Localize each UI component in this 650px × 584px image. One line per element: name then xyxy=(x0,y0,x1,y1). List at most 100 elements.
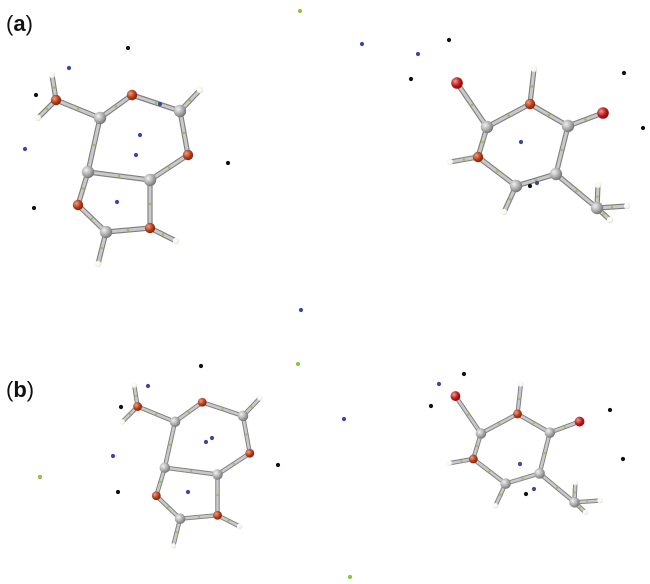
hydrogen-atom xyxy=(446,460,453,466)
carbon-atom xyxy=(81,165,95,179)
carbon-atom xyxy=(174,513,186,524)
bond-critical-mark xyxy=(81,187,85,190)
bond-critical-mark xyxy=(190,469,193,473)
bond-critical-mark xyxy=(596,195,599,198)
molecule-b-left-atoms xyxy=(119,382,263,549)
bond-critical-mark xyxy=(532,422,535,425)
atoms-layer xyxy=(34,65,631,549)
carbon-atom xyxy=(544,427,556,438)
panel-label-b-letter: b xyxy=(13,377,27,402)
bond-critical-mark xyxy=(159,480,162,483)
hydrogen-atom xyxy=(196,86,204,94)
critical-point-black xyxy=(640,125,646,131)
hydrogen-atom xyxy=(131,382,137,388)
critical-point-blue xyxy=(517,461,523,467)
critical-point-blue xyxy=(531,486,537,492)
bond-critical-mark xyxy=(182,131,186,135)
oxygen-atom xyxy=(451,77,463,89)
critical-point-black xyxy=(125,45,131,51)
heteroatom xyxy=(151,491,161,501)
panel-label-b-close: ) xyxy=(26,377,35,402)
heteroatom xyxy=(513,409,522,419)
bond-critical-mark xyxy=(498,422,501,425)
bond-critical-mark xyxy=(547,113,551,117)
bond-critical-mark xyxy=(216,493,219,497)
critical-point-black xyxy=(461,371,467,377)
molecule-b-right-atoms xyxy=(446,381,603,516)
bond-critical-mark xyxy=(563,425,566,429)
heteroatom xyxy=(524,98,536,110)
molecule-a-left-bonds xyxy=(35,72,203,267)
critical-point-black xyxy=(607,407,613,413)
critical-point-green xyxy=(347,574,353,580)
critical-point-blue xyxy=(66,65,72,71)
bond-critical-mark xyxy=(232,462,235,465)
bond-critical-mark xyxy=(52,86,56,89)
heteroatom xyxy=(72,199,84,211)
bond-critical-mark xyxy=(250,405,253,409)
panel-label-a-close: ) xyxy=(25,11,33,36)
critical-point-black xyxy=(33,92,39,98)
bond-critical-mark xyxy=(187,410,190,414)
bond-critical-mark xyxy=(117,174,121,178)
panel-label-a: (a) xyxy=(6,11,33,37)
bond-critical-mark xyxy=(602,212,605,216)
critical-point-black xyxy=(428,403,434,409)
bond-critical-mark xyxy=(148,202,152,206)
critical-point-blue xyxy=(145,383,151,389)
bond-critical-mark xyxy=(188,99,192,102)
bond-critical-mark xyxy=(155,413,158,416)
bond-critical-mark xyxy=(134,394,138,397)
critical-point-green xyxy=(37,474,43,480)
bond-critical-mark xyxy=(167,166,171,169)
bond-critical-mark xyxy=(167,506,170,509)
carbon-atom xyxy=(480,120,494,134)
bond-critical-mark xyxy=(481,140,484,144)
carbon-atom xyxy=(99,225,113,239)
carbon-atom xyxy=(590,201,604,215)
critical-point-black xyxy=(31,205,37,211)
critical-point-blue xyxy=(137,132,143,138)
carbon-atom xyxy=(500,478,511,489)
hydrogen-atom xyxy=(500,208,508,216)
bond-critical-mark xyxy=(460,459,463,463)
oxygen-atom xyxy=(597,107,609,119)
carbon-atom xyxy=(549,167,563,181)
hydrogen-atom xyxy=(446,158,454,166)
critical-points-layer xyxy=(22,8,646,580)
bond-critical-mark xyxy=(508,197,512,201)
critical-point-blue xyxy=(133,152,139,158)
panel-label-b-open: ( xyxy=(6,377,14,402)
heteroatom xyxy=(126,89,138,101)
molecule-a-left-atoms xyxy=(34,71,204,268)
bond-critical-mark xyxy=(161,233,165,236)
bond-critical-mark xyxy=(573,491,576,494)
oxygen-atom xyxy=(450,391,461,401)
critical-point-blue xyxy=(534,180,540,186)
carbon-atom xyxy=(509,179,523,193)
critical-point-black xyxy=(115,489,121,495)
critical-point-black xyxy=(275,462,281,468)
bond-critical-mark xyxy=(560,148,564,152)
critical-point-green xyxy=(295,361,301,367)
hydrogen-atom xyxy=(530,65,538,73)
bond-critical-mark xyxy=(128,413,132,416)
bond-critical-mark xyxy=(543,451,546,455)
heteroatom xyxy=(144,222,156,234)
critical-point-black xyxy=(523,491,529,497)
carbon-atom xyxy=(93,111,107,125)
heteroatom xyxy=(50,94,62,106)
bond-critical-mark xyxy=(530,85,534,88)
critical-point-blue xyxy=(114,199,120,205)
critical-point-blue xyxy=(298,307,304,313)
critical-point-black xyxy=(621,70,627,76)
bond-critical-mark xyxy=(168,443,172,446)
panel-label-a-open: ( xyxy=(6,11,14,36)
carbon-atom xyxy=(569,497,580,508)
bond-critical-mark xyxy=(555,486,559,489)
hydrogen-atom xyxy=(119,419,126,425)
bond-critical-mark xyxy=(45,107,49,111)
bond-critical-mark xyxy=(126,228,130,232)
heteroatom xyxy=(472,151,484,163)
